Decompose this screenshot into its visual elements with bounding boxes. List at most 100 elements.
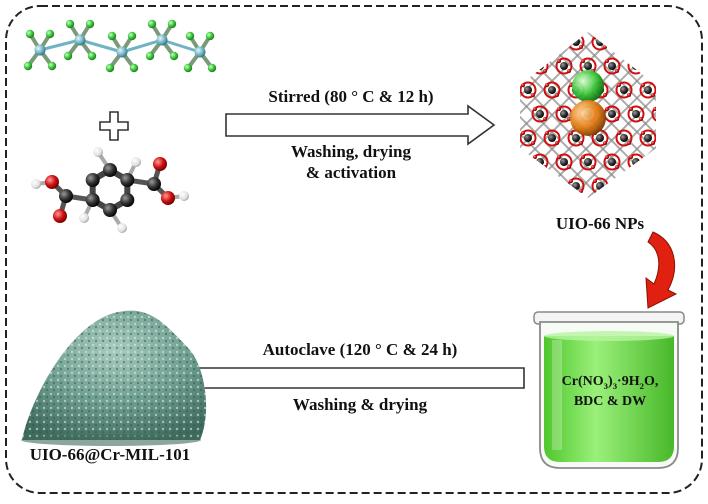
cl-atom [167,19,177,29]
left-arrow [166,358,525,398]
zr-oxo-cluster [520,81,537,99]
carbon-atom [85,193,100,207]
zr-oxo-cluster [520,129,537,147]
zr-oxo-cluster [579,153,597,171]
zr-atom [156,34,168,46]
cl-atom [87,51,97,61]
linker-node [632,110,640,118]
hydrogen-atom [31,179,41,189]
linker-node [548,134,556,142]
zr-oxo-cluster [639,129,656,147]
linker-node [608,62,616,70]
step1-condition-label: Stirred (80 ° C & 12 h) [268,87,434,106]
cl-atom [127,31,137,41]
step1-process-label-line2: & activation [305,163,397,182]
linker-node [524,134,532,142]
linker-node [596,182,604,190]
zr-oxo-cluster [531,105,549,123]
linker-node [596,134,604,142]
cl-atom [205,31,215,41]
linker-node [572,182,580,190]
linker-node [572,38,580,46]
powder-pile-icon [21,310,207,446]
zr-oxo-cluster [639,81,656,99]
cl-atom [169,51,179,61]
zr-oxo-cluster [543,129,561,147]
zr-oxo-cluster [543,81,561,99]
uio66-cr-mil101-label: UIO-66@Cr-MIL-101 [29,445,191,464]
linker-node [656,110,664,118]
curved-red-arrow [645,231,678,309]
zr-oxo-cluster [555,153,573,171]
linker-node [644,38,652,46]
cl-atom [63,51,73,61]
zr-atom [194,46,206,58]
oxygen-atom [45,175,59,189]
cl-atom [145,51,155,61]
linker-node [608,110,616,118]
carbon-atom [59,189,73,203]
linker-node [536,158,544,166]
linker-node [584,62,592,70]
linker-node [572,134,580,142]
linker-node [536,62,544,70]
linker-node [644,86,652,94]
cl-atom [45,29,55,39]
carbon-atom [147,177,161,191]
carbon-atom [103,163,117,177]
zr-oxo-cluster [603,153,621,171]
linker-node [548,86,556,94]
step2-process-label: Washing & drying [292,395,428,414]
zr-oxo-cluster [603,57,621,75]
hydrogen-atom [93,147,103,157]
right-arrow [225,104,496,146]
zr-oxo-cluster [520,177,537,195]
cl-atom [147,19,157,29]
cl-atom [129,63,139,73]
carbon-atom [103,203,117,217]
hydrogen-atom [117,223,127,233]
cl-atom [25,29,35,39]
oxygen-atom [161,191,175,205]
linker-node [644,134,652,142]
zr-oxo-cluster [651,105,656,123]
linker-node [620,182,628,190]
zr-oxo-cluster [543,177,561,195]
cl-atom [183,63,193,73]
linker-node [620,134,628,142]
orange-cavity-sphere [570,100,606,136]
step2-condition-label: Autoclave (120 ° C & 24 h) [262,340,458,359]
linker-node [632,158,640,166]
zr-atom [34,44,46,56]
zr-oxo-cluster [555,57,573,75]
linker-node [524,86,532,94]
cl-atom [207,63,217,73]
linker-node [620,86,628,94]
cl-atom [23,61,33,71]
zr-oxo-cluster [615,177,633,195]
cl-atom [107,31,117,41]
carbon-atom [85,173,100,187]
step1-process-label-line1: Washing, drying [291,142,411,161]
cl-atom [65,19,75,29]
zr-oxo-cluster [639,33,656,51]
hydrogen-atom [131,157,141,167]
hydrogen-atom [79,213,89,223]
zr-oxo-cluster [615,81,633,99]
linker-node [596,38,604,46]
zr-oxo-cluster [627,57,645,75]
linker-node [632,62,640,70]
zr-atom [74,34,86,46]
cl-atom [85,19,95,29]
beaker-formula-line1: Cr(NO3)3·9H2O, [561,374,659,391]
zr-oxo-cluster [639,177,656,195]
zr-oxo-cluster [651,153,656,171]
dashed-frame [5,5,703,494]
linker-node [560,62,568,70]
zrcl4-chain-icon [23,19,217,73]
linker-node [548,38,556,46]
hydrogen-atom [179,191,189,201]
linker-node [524,182,532,190]
linker-node [608,158,616,166]
